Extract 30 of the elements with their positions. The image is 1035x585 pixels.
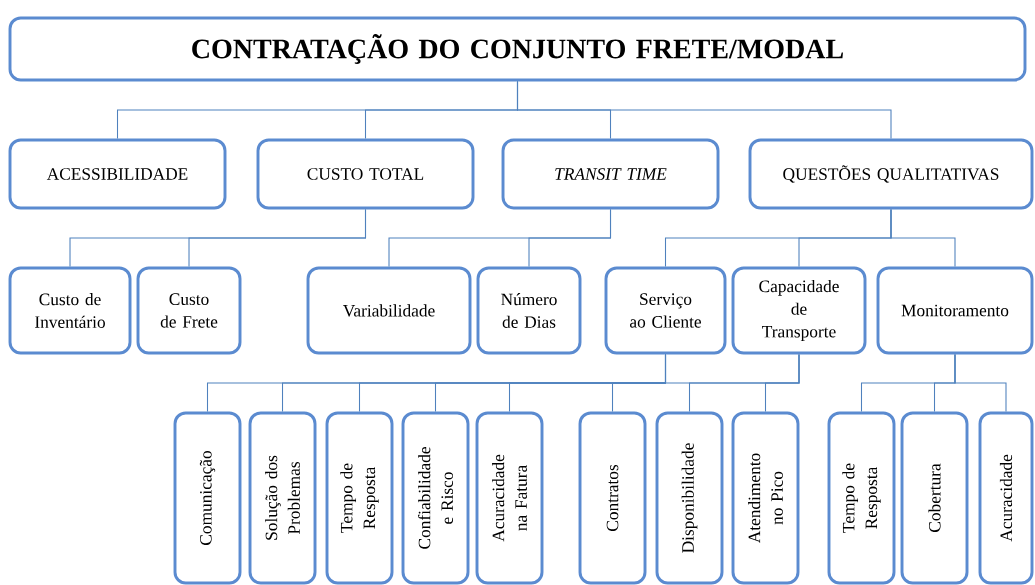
subcategory-box: Monitoramento [876,266,1034,355]
criterion-box: Disponibilidade [655,411,724,585]
connector-line [890,208,956,268]
criterion-box: Atendimento no Pico [731,411,800,585]
subcategory-box: Capacidade de Transporte [731,266,867,355]
criterion-box: Acuracidade [978,411,1034,585]
criterion-box: Solução dos Problemas [248,411,317,585]
category-box: QUESTÕES QUALITATIVAS [748,138,1034,210]
subcategory-box: Custo de Frete [136,266,242,355]
criterion-box: Acuracidade na Fatura [475,411,544,585]
subcategory-box: Serviço ao Cliente [604,266,727,355]
connector-line [516,80,892,140]
subcategory-box: Número de Dias [476,266,582,355]
criterion-box: Confiabilidade e Risco [401,411,470,585]
connector-line [508,353,667,413]
subcategory-box: Custo de Inventário [8,266,132,355]
connector-line [528,208,612,268]
subcategory-box: Variabilidade [306,266,472,355]
connector-line [764,353,800,413]
category-box: TRANSIT TIME [501,138,720,210]
title-box: CONTRATAÇÃO DO CONJUNTO FRETE/MODAL [8,16,1027,82]
criterion-box: Cobertura [900,411,969,585]
connector-line [188,208,367,268]
criterion-box: Tempo de Resposta [827,411,896,585]
criterion-box: Contratos [578,411,647,585]
connector-line [954,353,1007,413]
category-box: ACESSIBILIDADE [8,138,227,210]
category-box: CUSTO TOTAL [256,138,475,210]
criterion-box: Comunicação [173,411,242,585]
criterion-box: Tempo de Resposta [325,411,394,585]
